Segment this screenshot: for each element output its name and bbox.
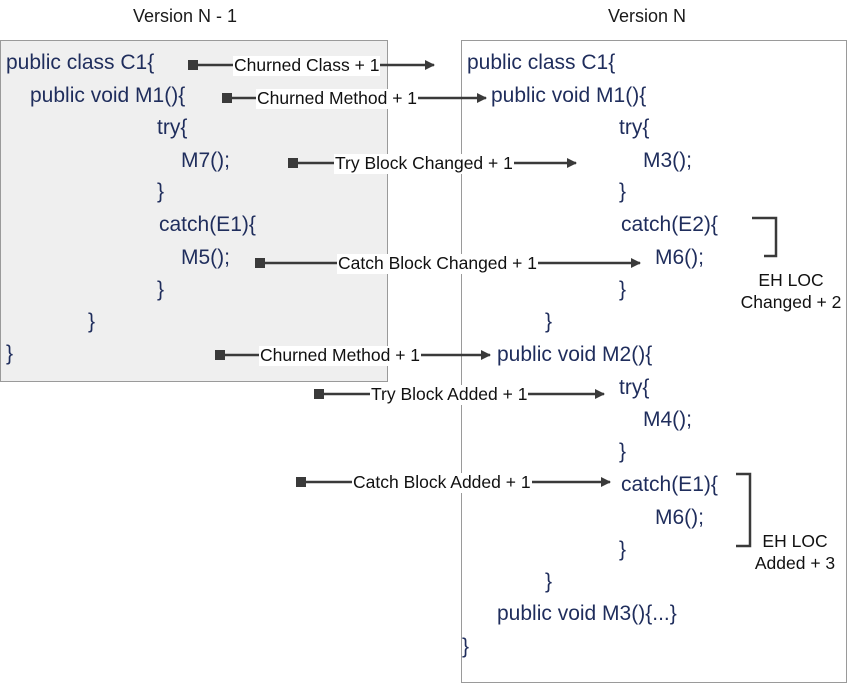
new-code-line: public void M3(){...} — [497, 602, 677, 625]
new-code-line: } — [619, 278, 627, 301]
new-code-line: public void M2(){ — [497, 343, 653, 366]
old-code-line: } — [157, 278, 165, 301]
old-code-line: try{ — [157, 116, 188, 139]
bracket-eh-loc-added — [736, 472, 752, 548]
old-code-line: M5(); — [181, 246, 230, 269]
new-code-line: public class C1{ — [467, 51, 616, 74]
new-code-line: catch(E2){ — [621, 213, 718, 236]
old-code-line: } — [157, 180, 165, 203]
heading-new-version: Version N — [608, 6, 687, 26]
old-code-line: public class C1{ — [6, 51, 155, 74]
new-code-line: try{ — [619, 376, 650, 399]
new-code-line: } — [545, 570, 553, 593]
note-eh-loc-changed: EH LOC Changed + 2 — [732, 269, 850, 314]
new-code-line: catch(E1){ — [621, 473, 718, 496]
old-code-line: } — [6, 342, 14, 365]
new-code-line: public void M1(){ — [491, 84, 647, 107]
label-try-block-changed: Try Block Changed + 1 — [334, 153, 514, 174]
old-code-line: } — [88, 310, 96, 333]
bracket-eh-loc-changed — [752, 216, 778, 258]
old-code-line: M7(); — [181, 149, 230, 172]
old-code-line: public void M1(){ — [30, 84, 186, 107]
label-churned-method-m2: Churned Method + 1 — [259, 345, 422, 366]
note-eh-loc-added-line1: EH LOC — [762, 531, 828, 551]
label-catch-block-changed: Catch Block Changed + 1 — [337, 253, 538, 274]
new-code-line: try{ — [619, 116, 650, 139]
note-eh-loc-changed-line2: Changed + 2 — [740, 292, 842, 313]
label-churned-method-m1: Churned Method + 1 — [256, 88, 419, 109]
new-code-line: M6(); — [655, 506, 704, 529]
new-code-line: } — [619, 538, 627, 561]
new-code-line: } — [619, 440, 627, 463]
label-churned-class: Churned Class + 1 — [233, 55, 381, 76]
new-code-line: M3(); — [643, 149, 692, 172]
new-code-line: } — [619, 180, 627, 203]
old-code-line: catch(E1){ — [159, 213, 256, 236]
new-code-line: M6(); — [655, 246, 704, 269]
label-try-block-added: Try Block Added + 1 — [370, 384, 529, 405]
note-eh-loc-added-line2: Added + 3 — [754, 553, 836, 574]
new-code-line: M4(); — [643, 408, 692, 431]
note-eh-loc-added: EH LOC Added + 3 — [742, 530, 848, 575]
new-code-line: } — [545, 310, 553, 333]
heading-old-version: Version N - 1 — [133, 6, 238, 26]
new-code-line: } — [462, 635, 470, 658]
label-catch-block-added: Catch Block Added + 1 — [352, 472, 532, 493]
note-eh-loc-changed-line1: EH LOC — [758, 270, 824, 290]
new-version-panel — [461, 40, 847, 683]
